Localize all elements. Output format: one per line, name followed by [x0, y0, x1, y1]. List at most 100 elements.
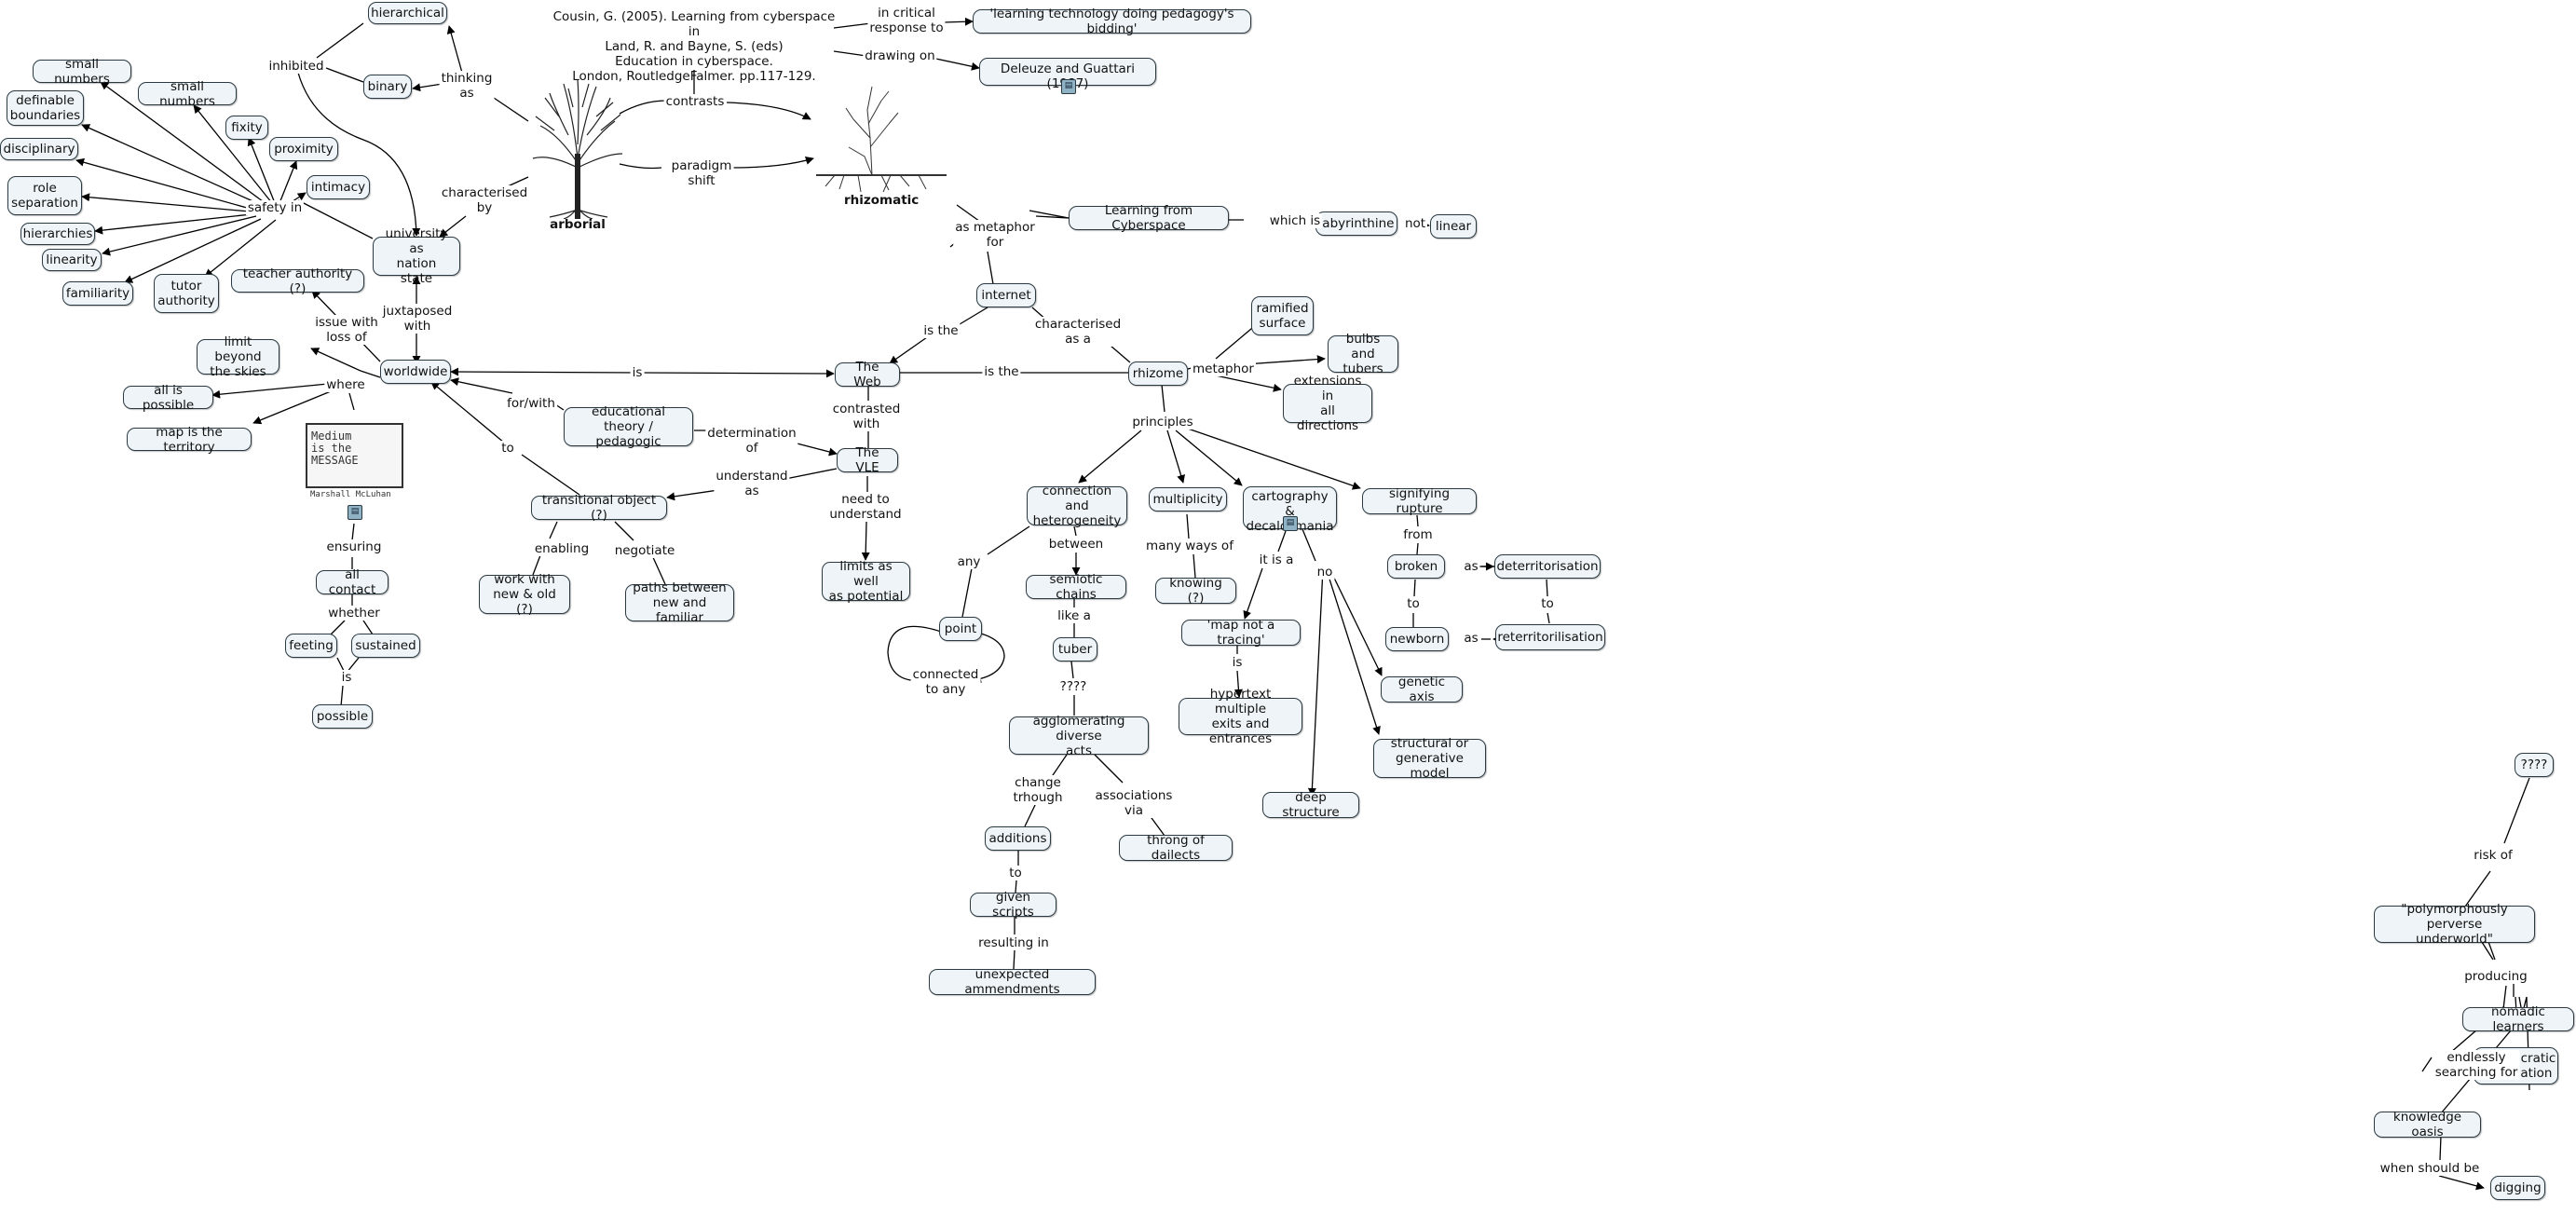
edge-drawing-deleuze [931, 57, 980, 71]
node-hypertext[interactable]: hypertext multiple exits and entrances [1179, 687, 1302, 746]
node-possible[interactable]: possible [312, 704, 373, 729]
label-risk-of: risk of [2472, 848, 2515, 863]
node-hierarchical[interactable]: hierarchical [368, 2, 447, 24]
node-the-vle[interactable]: The VLE [837, 445, 898, 475]
label-need-to-understand: need to understand [827, 492, 904, 522]
node-knowledge-oasis[interactable]: knowledge oasis [2374, 1110, 2481, 1139]
media-caption: Marshall McLuhan [310, 490, 391, 499]
node-the-web[interactable]: The Web [835, 360, 900, 389]
node-rhizome[interactable]: rhizome [1128, 361, 1188, 386]
node-learning-from-cyberspace[interactable]: Learning from Cyberspace [1069, 203, 1229, 233]
node-limits-as-well-as-potential[interactable]: limits as well as potential [822, 559, 910, 604]
label-determination-of: determination of [705, 426, 798, 456]
label-when-should-be: when should be [2378, 1161, 2482, 1176]
node-educational-theory[interactable]: educational theory / pedagogic [564, 404, 693, 449]
node-limit-beyond-skies[interactable]: limit beyond the skies [197, 334, 279, 379]
node-unexpected-ammendments[interactable]: unexpected ammendments [929, 967, 1096, 997]
node-polymorphously-perverse[interactable]: "polymorphously perverse underworld" [2374, 902, 2535, 947]
node-all-is-possible[interactable]: all is possible [123, 383, 213, 413]
node-small-numbers-1[interactable]: small numbers [33, 57, 131, 87]
label-is-hypertext: is [1230, 655, 1245, 670]
label-to: to [499, 441, 516, 456]
node-additions[interactable]: additions [985, 826, 1051, 851]
label-where: where [324, 377, 367, 392]
node-paths-between[interactable]: paths between new and familiar [625, 580, 734, 625]
node-semiotic-chains[interactable]: semiotic chains [1026, 572, 1126, 602]
node-disciplinary[interactable]: disciplinary [0, 138, 78, 160]
node-proximity[interactable]: proximity [269, 137, 338, 161]
node-learning-technology[interactable]: 'learning technology doing pedagogy's bi… [973, 7, 1251, 36]
node-point[interactable]: point [939, 617, 982, 641]
node-linearity[interactable]: linearity [42, 249, 102, 271]
label-any: any [955, 554, 983, 569]
node-agglomerating-diverse-acts[interactable]: agglomerating diverse acts [1009, 714, 1149, 758]
node-definable-boundaries[interactable]: definable boundaries [7, 90, 84, 126]
node-intimacy[interactable]: intimacy [307, 175, 370, 199]
node-binary[interactable]: binary [363, 75, 412, 99]
node-throng-of-dailects[interactable]: throng of dailects [1119, 833, 1233, 863]
document-icon[interactable]: ▤ [1061, 79, 1076, 94]
node-ramified-surface[interactable]: ramified surface [1251, 296, 1314, 335]
node-deleuze-guattari[interactable]: Deleuze and Guattari (1987) [979, 58, 1156, 91]
edge-hier-inhibited [316, 22, 364, 59]
node-knowing[interactable]: knowing (?) [1155, 576, 1236, 606]
node-deep-structure[interactable]: deep structure [1262, 790, 1359, 820]
node-deterritorisation[interactable]: deterritorisation [1494, 554, 1601, 579]
node-teacher-authority[interactable]: teacher authority (?) [231, 266, 364, 296]
node-university-as-nation-state[interactable]: university as nation state [373, 226, 460, 286]
node-small-numbers-2[interactable]: small numbers [138, 79, 237, 109]
edge-tree-contrasts [619, 100, 667, 115]
label-characterised-by: characterised by [439, 185, 530, 215]
edge-tree-characterised [507, 176, 529, 187]
node-feeting[interactable]: feeting [285, 634, 337, 658]
node-fixity[interactable]: fixity [225, 116, 268, 140]
node-genetic-axis[interactable]: genetic axis [1381, 675, 1463, 704]
node-structural-model[interactable]: structural or generative model [1373, 736, 1486, 781]
label-negotiate: negotiate [612, 543, 677, 558]
label-as-metaphor-for: as metaphor for [953, 220, 1037, 250]
label-associations-via: associations via [1093, 788, 1175, 818]
node-broken[interactable]: broken [1387, 554, 1445, 579]
node-transitional-object[interactable]: transitional object (?) [531, 493, 667, 523]
edge-thinking-binary [412, 83, 443, 92]
node-linear[interactable]: linear [1430, 214, 1477, 239]
media-text: Medium is the MESSAGE [311, 430, 359, 467]
edge-citation-critical [833, 22, 872, 29]
label-like-a: like a [1056, 608, 1093, 623]
label-to-given-scripts: to [1007, 866, 1024, 880]
edge-binary-inhibited [325, 67, 364, 83]
node-tutor-authority[interactable]: tutor authority [154, 274, 219, 313]
node-work-with-new-old[interactable]: work with new & old (?) [479, 572, 570, 617]
node-all-contact[interactable]: all contact [316, 567, 388, 597]
node-newborn[interactable]: newborn [1385, 627, 1449, 651]
node-digging[interactable]: digging [2490, 1176, 2545, 1200]
label-enabling: enabling [532, 541, 592, 556]
node-worldwide[interactable]: worldwide [380, 360, 451, 384]
node-bulbs-and-tubers[interactable]: bulbs and tubers [1328, 332, 1398, 376]
node-map-not-a-tracing[interactable]: 'map not a tracing' [1181, 618, 1301, 648]
node-hierarchies[interactable]: hierarchies [20, 223, 95, 245]
node-familiarity[interactable]: familiarity [62, 281, 133, 306]
node-multiplicity[interactable]: multiplicity [1149, 487, 1227, 512]
node-extensions-all-directions[interactable]: extensions in all directions [1283, 374, 1372, 433]
node-given-scripts[interactable]: given scripts [970, 890, 1056, 920]
node-sustained[interactable]: sustained [351, 634, 420, 658]
node-internet[interactable]: internet [976, 283, 1036, 307]
label-change-trhough: change trhough [1011, 775, 1065, 805]
node-signifying-rupture[interactable]: signifying rupture [1362, 486, 1477, 516]
node-reterritorilisation[interactable]: reterritorilisation [1495, 624, 1605, 650]
node-question-marks[interactable]: ???? [2515, 753, 2554, 777]
node-connection-heterogeneity[interactable]: connection and heterogeneity [1027, 484, 1127, 528]
document-icon[interactable]: ▤ [348, 505, 362, 520]
label-contrasted-with: contrasted with [830, 402, 903, 431]
label-producing: producing [2462, 969, 2529, 984]
document-icon[interactable]: ▤ [1283, 516, 1298, 531]
node-nomadic-learners[interactable]: nomadic learners [2462, 1004, 2574, 1034]
edge-tree-thinking [493, 97, 529, 122]
node-labyrinthine[interactable]: labyrinthine [1315, 211, 1397, 236]
node-cartography-decalcomania[interactable]: cartography & decalcomania [1243, 486, 1337, 534]
label-juxtaposed-with: juxtaposed with [380, 304, 455, 334]
node-role-separation[interactable]: role separation [7, 176, 82, 215]
node-tuber[interactable]: tuber [1053, 637, 1097, 662]
node-map-is-the-territory[interactable]: map is the territory [127, 425, 252, 455]
